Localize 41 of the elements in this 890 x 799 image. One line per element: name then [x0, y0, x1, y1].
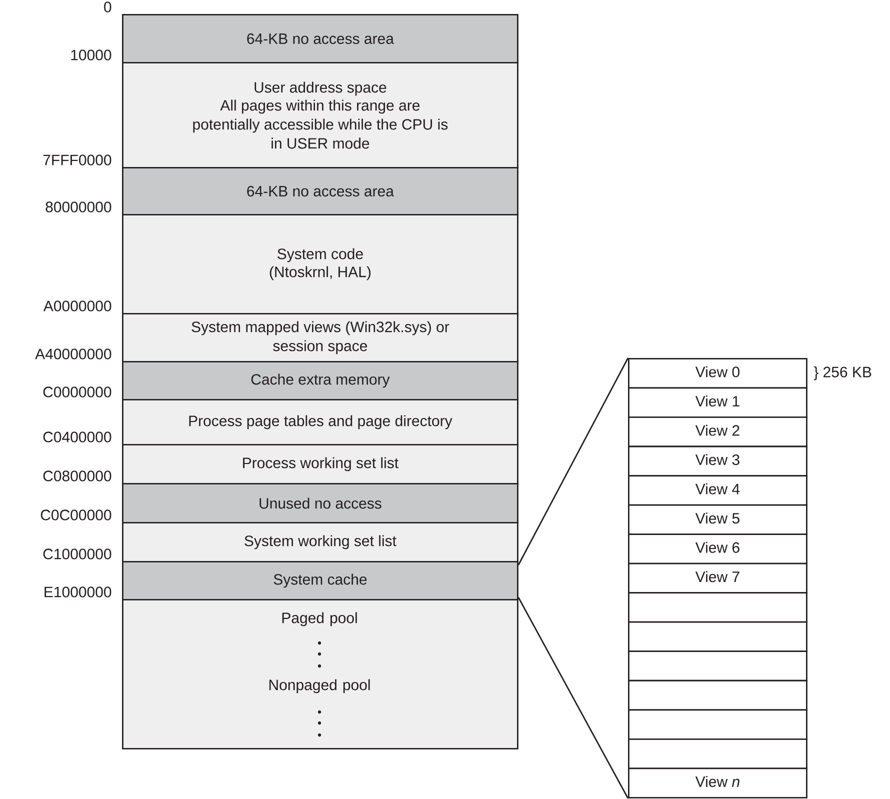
- view-slot: View 0: [628, 358, 808, 389]
- zoom-line: [518, 358, 629, 566]
- memory-band: Process page tables and page directory: [122, 399, 518, 446]
- view-slot: View n: [628, 768, 808, 798]
- address-label: A40000000: [35, 348, 112, 360]
- empty-slot: [628, 592, 808, 623]
- view-slot: View 1: [628, 387, 808, 418]
- empty-slot: [628, 621, 808, 652]
- memory-band: 64-KB no access area: [122, 14, 518, 64]
- view-slot: View 7: [628, 562, 808, 594]
- address-label: 80000000: [46, 202, 112, 212]
- memory-band: System working set list: [122, 522, 518, 562]
- address-label: 10000: [71, 50, 112, 60]
- address-label: 7FFF0000: [43, 154, 112, 166]
- memory-band: User address space All pages within this range are potentially accessible while the CPU is in USER mode: [122, 62, 518, 168]
- address-label: C1000000: [43, 548, 112, 560]
- address-label: C0400000: [43, 432, 112, 442]
- address-label: C0C00000: [40, 510, 112, 520]
- view-slot: View 2: [628, 416, 808, 448]
- empty-slot: [628, 650, 808, 682]
- memory-band: System mapped views (Win32k.sys) or session space: [122, 313, 518, 362]
- empty-slot: [628, 738, 808, 770]
- address-label: C0800000: [43, 470, 112, 482]
- empty-slot: [628, 680, 808, 711]
- size-label: } 256 KB: [814, 366, 872, 380]
- view-slot: View 4: [628, 475, 808, 506]
- memory-band: Unused no access: [122, 483, 518, 524]
- empty-slot: [628, 709, 808, 740]
- view-slot: View 5: [628, 504, 808, 535]
- zoom-line: [518, 597, 629, 799]
- memory-band: System cache: [122, 561, 518, 600]
- view-slot: View 3: [628, 446, 808, 476]
- address-label: A0000000: [43, 300, 112, 312]
- memory-band: Cache extra memory: [122, 361, 518, 400]
- address-label: C0000000: [43, 386, 112, 398]
- address-label: E1000000: [44, 586, 112, 598]
- memory-band: Process working set list: [122, 444, 518, 484]
- memory-band: 64-KB no access area: [122, 167, 518, 216]
- memory-band: Paged pool Nonpaged pool: [122, 599, 518, 750]
- view-slot: View 6: [628, 534, 808, 564]
- address-label: 0: [104, 2, 112, 12]
